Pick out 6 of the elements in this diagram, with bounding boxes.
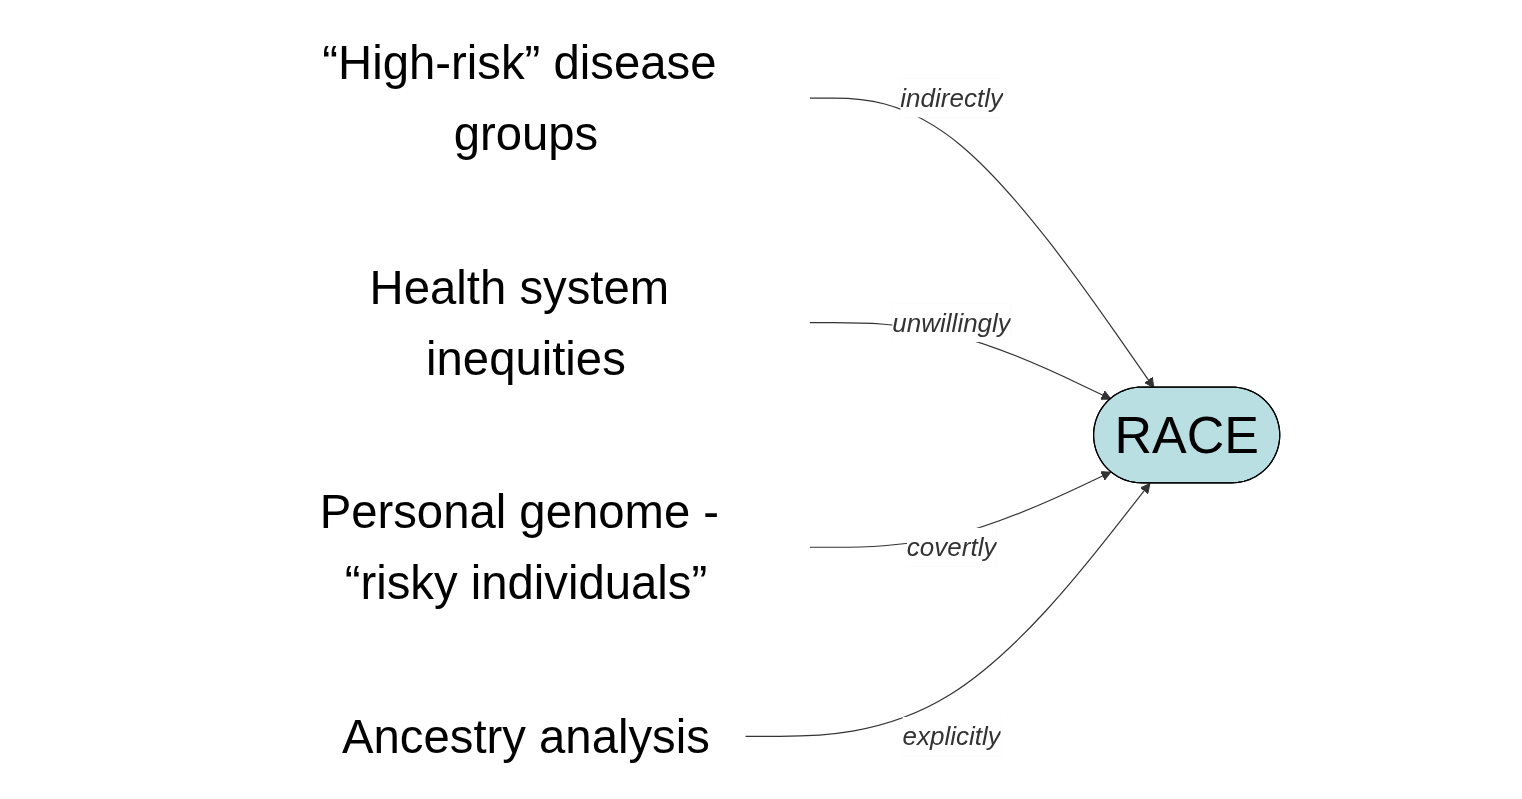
node-text: Health system inequities: [369, 261, 670, 385]
arrow: [809, 97, 1155, 389]
node-text: Ancestry analysis: [342, 710, 710, 763]
arrow: [744, 482, 1151, 737]
node-text: Personal genome - “risky individuals”: [319, 485, 720, 609]
node-text: “High-risk” disease groups: [322, 36, 717, 160]
